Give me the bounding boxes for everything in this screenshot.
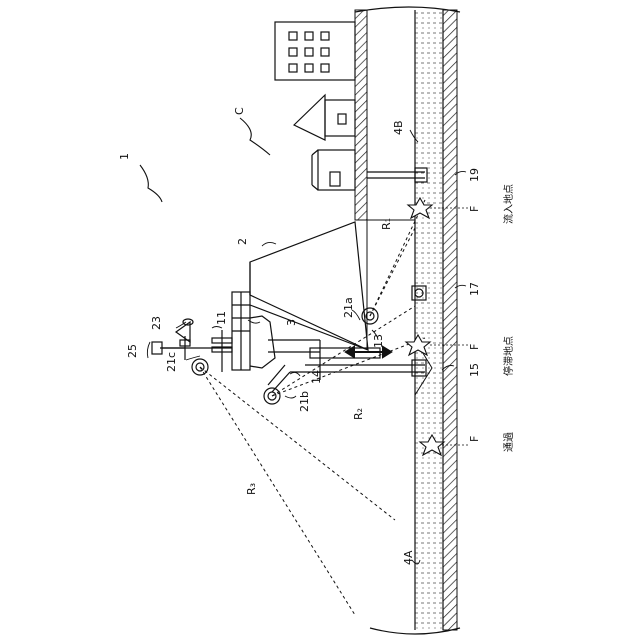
leader-region — [240, 118, 270, 155]
label-camera-a: 21a — [342, 297, 355, 318]
label-gauge: 17 — [468, 282, 481, 296]
label-range-1: R₁ — [380, 218, 393, 230]
label-stagnation-point: 停滞地点 — [502, 336, 515, 376]
label-region: C — [233, 107, 246, 115]
machine-body — [250, 222, 368, 350]
label-fault-2: F — [468, 344, 481, 350]
label-sensor-box: 25 — [126, 344, 139, 358]
label-camera-b: 21b — [298, 391, 311, 412]
camera-ranges — [200, 200, 425, 615]
label-fault-1: F — [468, 206, 481, 212]
pump-arm — [268, 348, 380, 392]
label-arm: 14 — [310, 370, 323, 384]
small-building — [312, 150, 355, 190]
label-pump: 13 — [372, 334, 385, 348]
label-machine-body: 2 — [236, 238, 249, 245]
label-post: 11 — [215, 311, 228, 325]
label-range-2: R₂ — [352, 408, 365, 420]
label-boom-unit: 3 — [285, 319, 298, 326]
label-channel-b: 4B — [392, 120, 405, 135]
label-flow-marker: 15 — [468, 363, 481, 377]
label-light: 23 — [150, 316, 163, 330]
label-inflow-marker: 19 — [468, 168, 481, 182]
label-fault-3: F — [468, 436, 481, 442]
label-channel-a: 4A — [402, 550, 415, 565]
leader-system — [140, 165, 162, 202]
label-camera-c: 21c — [165, 352, 178, 372]
building-tall — [275, 22, 355, 80]
label-range-3: R₃ — [245, 483, 258, 495]
label-inflow-point: 流入地点 — [502, 184, 515, 224]
house-icon — [294, 95, 355, 140]
label-system: 1 — [118, 153, 131, 160]
label-passage: 通過 — [503, 432, 515, 452]
